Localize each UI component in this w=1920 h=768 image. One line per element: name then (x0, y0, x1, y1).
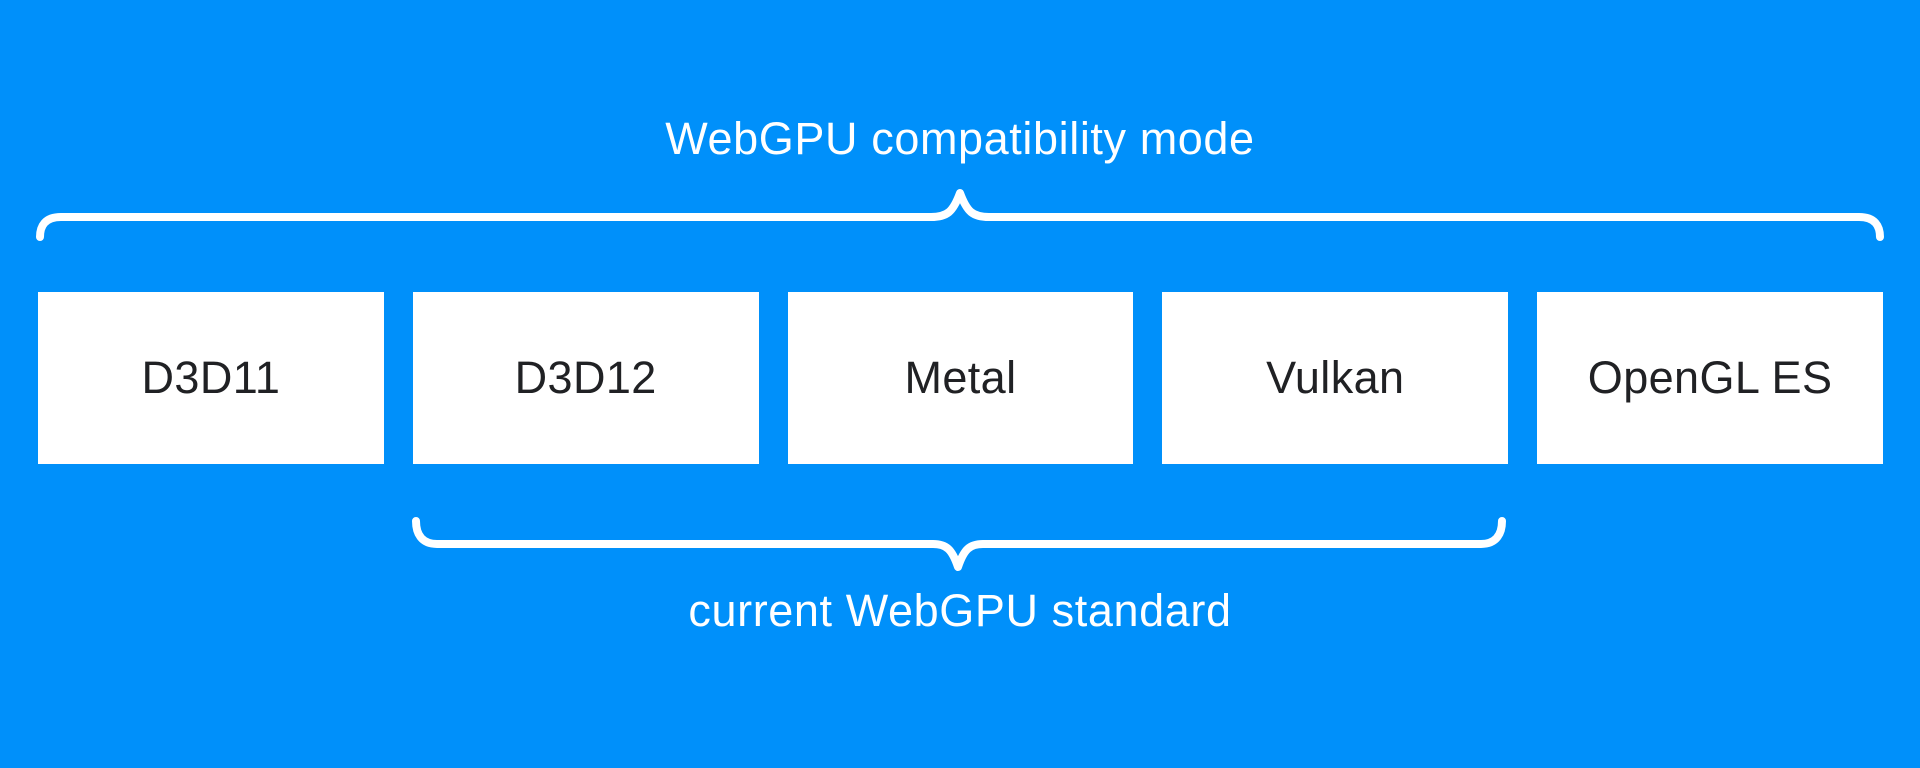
api-box-label: OpenGL ES (1587, 352, 1833, 403)
api-box-metal: Metal (787, 292, 1134, 464)
api-box-label: D3D11 (141, 352, 281, 403)
bottom-brace-label: current WebGPU standard (688, 585, 1232, 636)
api-box-label: Vulkan (1266, 352, 1405, 403)
top-brace-label: WebGPU compatibility mode (665, 113, 1255, 164)
api-box-label: D3D12 (514, 352, 657, 403)
bottom-brace (412, 517, 1506, 571)
api-box-vulkan: Vulkan (1162, 292, 1509, 464)
top-brace (36, 189, 1884, 241)
api-box-opengl-es: OpenGL ES (1537, 292, 1883, 464)
api-box-d3d12: D3D12 (412, 292, 759, 464)
api-box-d3d11: D3D11 (38, 292, 384, 464)
api-box-label: Metal (904, 352, 1017, 403)
api-boxes-row: D3D11 D3D12 Metal Vulkan OpenGL ES (38, 292, 1883, 464)
